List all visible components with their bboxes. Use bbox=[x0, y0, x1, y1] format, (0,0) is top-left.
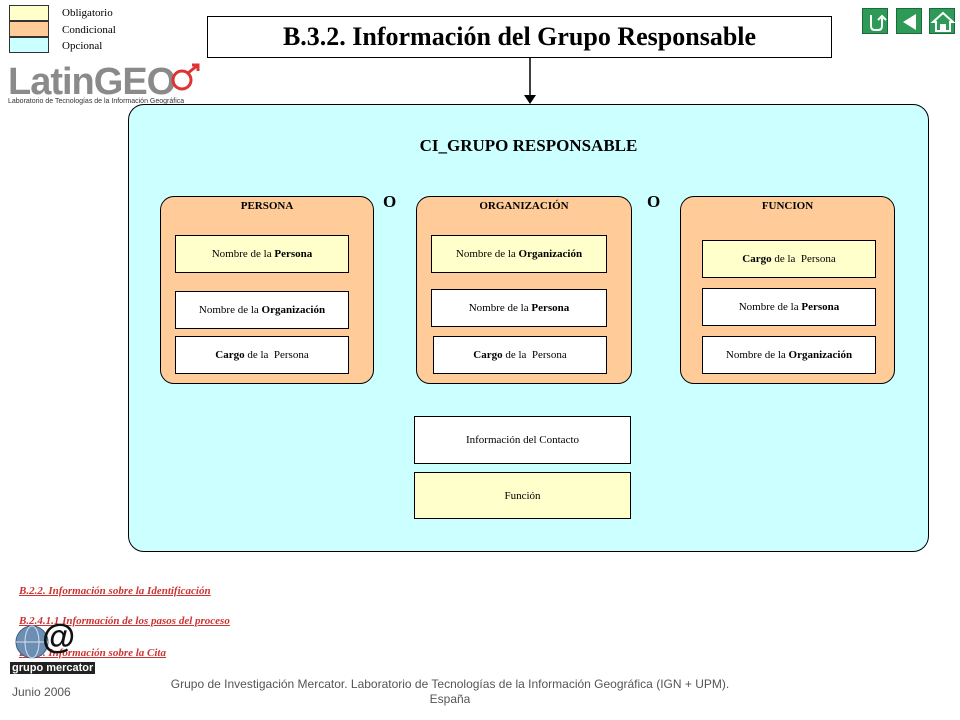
mercator-logo-text: grupo mercator bbox=[10, 662, 96, 674]
or-label-2: O bbox=[647, 192, 661, 211]
funcion-organization-field[interactable]: Nombre de la Organización bbox=[702, 336, 876, 374]
legend-swatch-optional bbox=[9, 37, 49, 53]
funcion-person-field[interactable]: Nombre de la Persona bbox=[702, 288, 876, 326]
persona-position-field[interactable]: Cargo de la Persona bbox=[175, 336, 349, 374]
legend-swatch-conditional bbox=[9, 21, 49, 37]
logo-latin: Latin bbox=[8, 61, 95, 103]
organizacion-name-field[interactable]: Nombre de la Organización bbox=[431, 235, 607, 273]
page-title: B.3.2. Información del Grupo Responsable bbox=[207, 16, 832, 58]
logo-subtitle: Laboratorio de Tecnologías de la Informa… bbox=[8, 98, 185, 105]
link-identification-info[interactable]: B.2.2. Información sobre la Identificaci… bbox=[19, 585, 211, 597]
organizacion-group-label: ORGANIZACIÓN bbox=[479, 200, 569, 212]
role-field[interactable]: Función bbox=[414, 472, 631, 519]
mercator-at-symbol: @ bbox=[42, 618, 76, 656]
footer-org-line-1: Grupo de Investigación Mercator. Laborat… bbox=[170, 677, 730, 691]
logo-geo: GEO bbox=[93, 61, 176, 103]
latingeo-logo: LatinGEO bbox=[8, 62, 203, 106]
contact-info-field[interactable]: Información del Contacto bbox=[414, 416, 631, 464]
link-process-steps-info[interactable]: B.2.4.1.1 Información de los pasos del p… bbox=[19, 615, 230, 627]
legend-label-mandatory: Obligatorio bbox=[62, 7, 113, 19]
return-icon[interactable] bbox=[862, 8, 888, 34]
funcion-position-field[interactable]: Cargo de la Persona bbox=[702, 240, 876, 278]
legend-swatch-mandatory bbox=[9, 5, 49, 21]
back-arrow-icon[interactable] bbox=[896, 8, 922, 34]
logo-symbol-icon bbox=[171, 63, 200, 91]
connector-arrow bbox=[524, 58, 536, 104]
or-label-1: O bbox=[383, 192, 397, 211]
persona-group-label: PERSONA bbox=[240, 200, 294, 212]
mercator-globe-icon bbox=[15, 625, 49, 659]
legend-label-optional: Opcional bbox=[62, 40, 103, 52]
footer-organization: Grupo de Investigación Mercator. Laborat… bbox=[130, 677, 770, 707]
persona-name-field[interactable]: Nombre de la Persona bbox=[175, 235, 349, 273]
home-icon[interactable] bbox=[929, 8, 956, 34]
grupo-mercator-logo: @ grupo mercator bbox=[10, 618, 96, 676]
legend-label-conditional: Condicional bbox=[62, 24, 116, 36]
footer-org-line-2: España bbox=[429, 692, 471, 706]
persona-organization-field[interactable]: Nombre de la Organización bbox=[175, 291, 349, 329]
footer-date: Junio 2006 bbox=[12, 685, 71, 699]
link-citation-info[interactable]: B.3.1. Información sobre la Cita bbox=[19, 647, 166, 659]
organizacion-person-field[interactable]: Nombre de la Persona bbox=[431, 289, 607, 327]
funcion-group-label: FUNCION bbox=[761, 200, 814, 212]
organizacion-position-field[interactable]: Cargo de la Persona bbox=[433, 336, 607, 374]
diagram-title: CI_GRUPO RESPONSABLE bbox=[419, 136, 638, 155]
